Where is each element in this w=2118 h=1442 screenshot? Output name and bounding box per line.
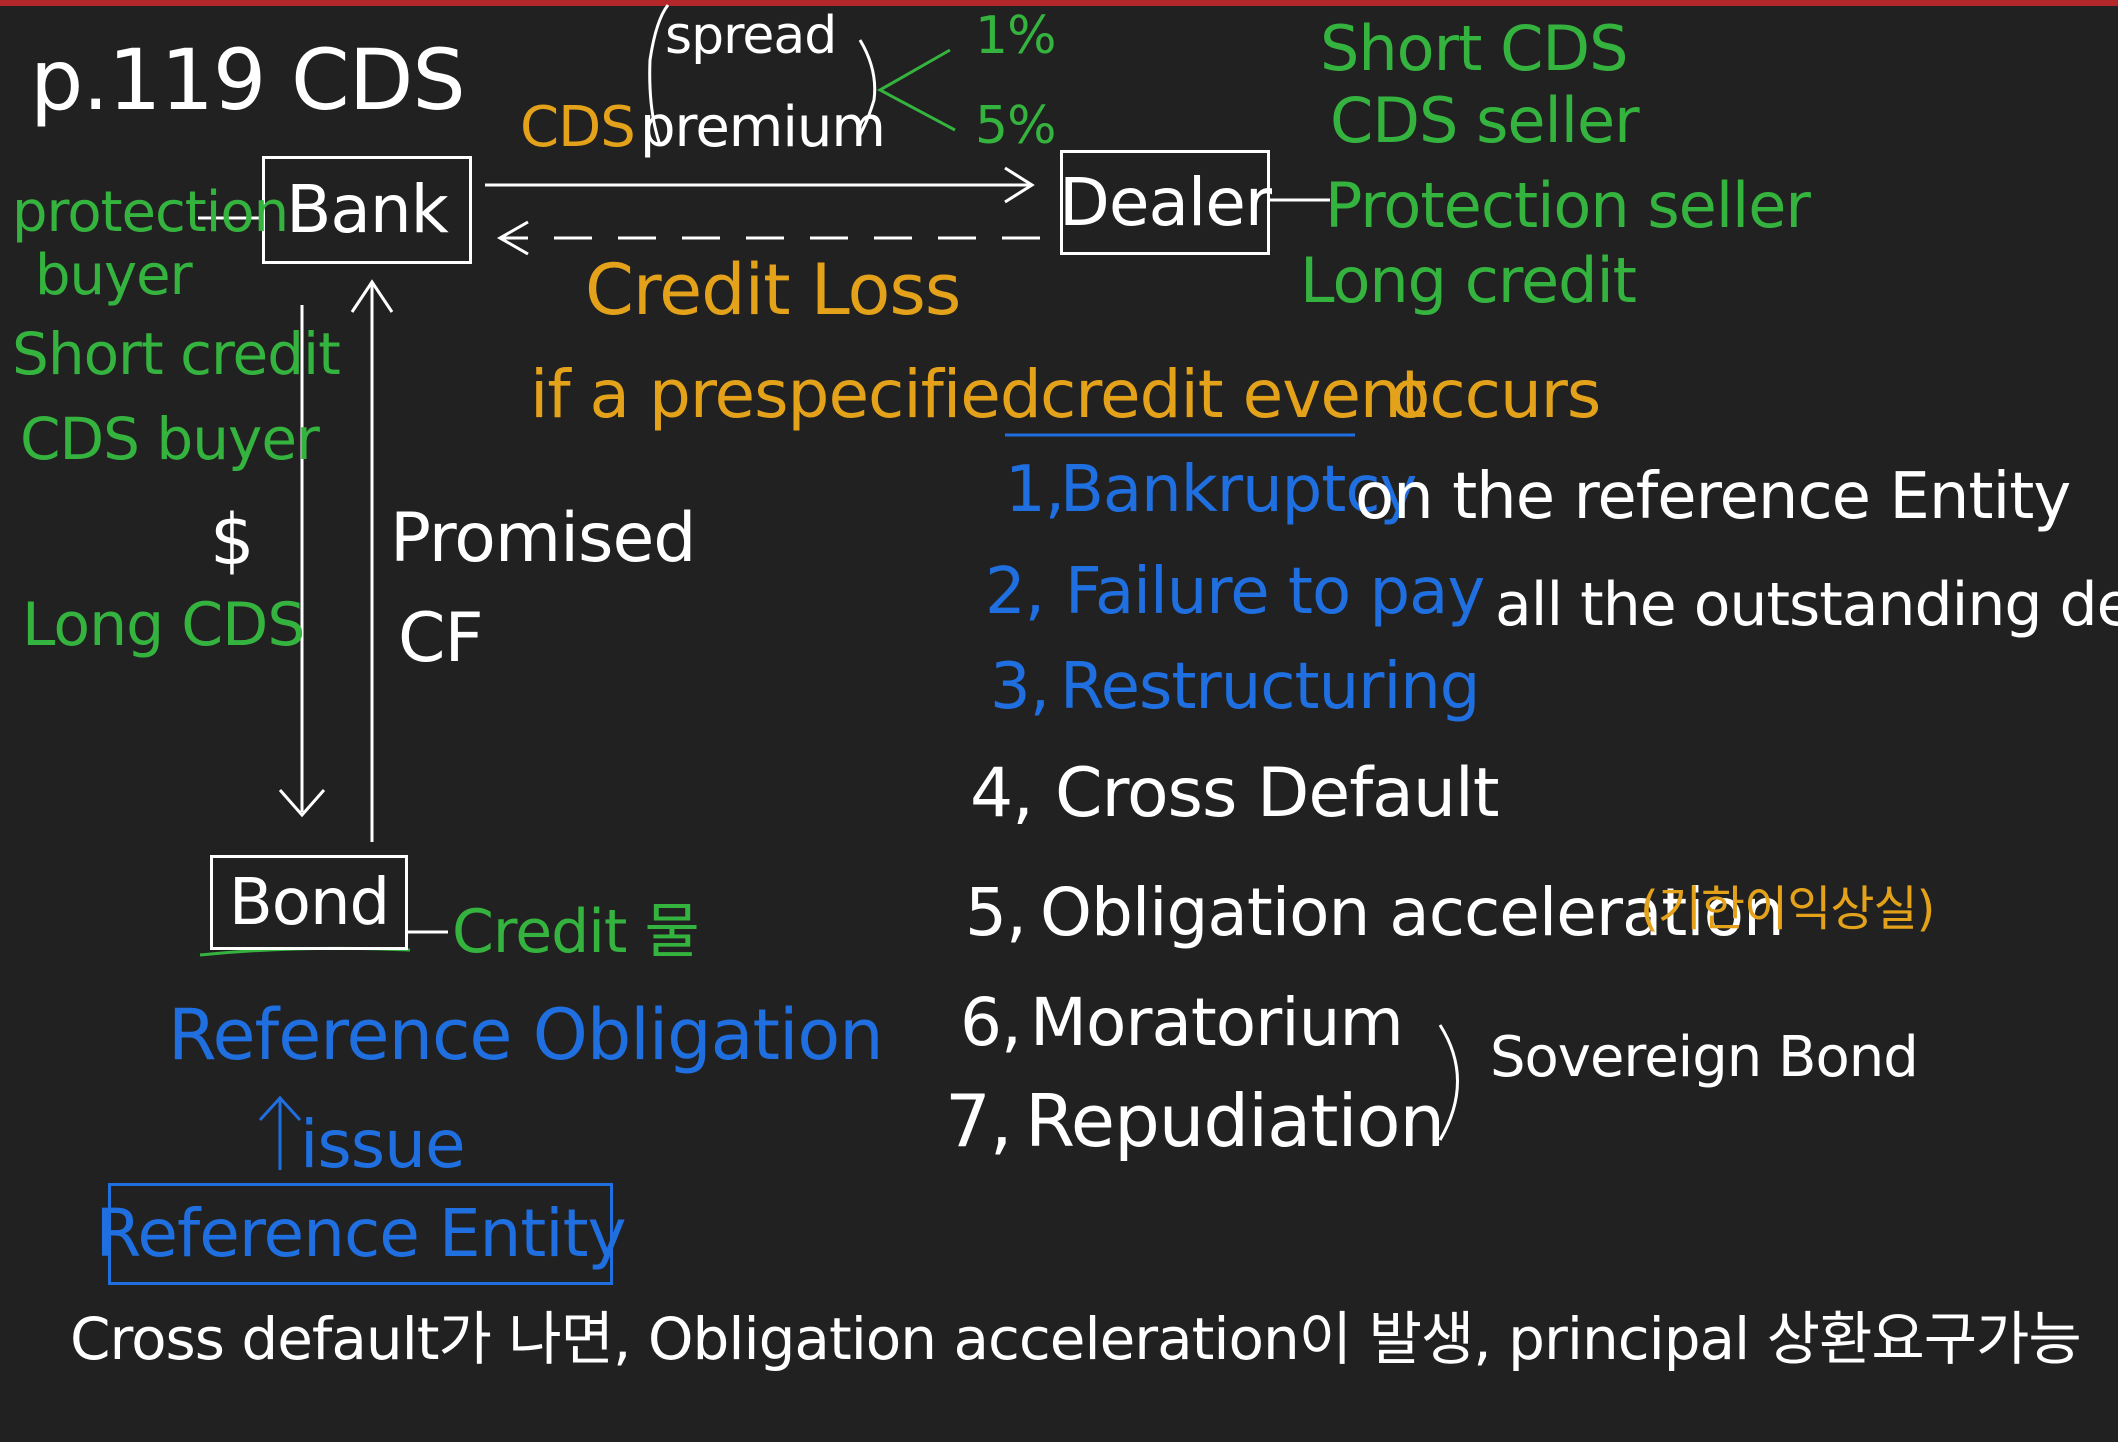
cds-seller-label: CDS seller (1330, 84, 1640, 157)
event-1-num: 1, (1005, 453, 1065, 527)
event-4-num: 4, (970, 754, 1034, 833)
bank-node: Bank (262, 156, 472, 264)
event-7-num: 7, (945, 1079, 1013, 1163)
dealer-node: Dealer (1059, 150, 1272, 255)
credit-loss-label: Credit Loss (585, 249, 961, 331)
event-6-white: Moratorium (1030, 984, 1404, 1061)
event-1-white: on the reference Entity (1355, 460, 2071, 534)
event-2-blue: Failure to pay (1065, 555, 1485, 629)
long-cds-label: Long CDS (22, 590, 305, 660)
premium-bracket-left (648, 4, 670, 146)
bank-label: Bank (286, 171, 449, 248)
event-2-white: all the outstanding debts (1495, 570, 2118, 640)
dealer-label: Dealer (1059, 163, 1272, 241)
event-3-blue: Restructuring (1060, 650, 1480, 724)
event-1-blue: Bankruptcy (1060, 453, 1417, 527)
event-4-white: Cross Default (1055, 754, 1499, 833)
sovereign-bracket (1438, 1024, 1459, 1141)
event-3-num: 3, (990, 650, 1050, 724)
reference-entity-label: Reference Entity (95, 1195, 627, 1272)
obligation-korean-label: (기한이익상실) (1640, 881, 1935, 937)
event-2-num: 2, (985, 555, 1045, 629)
premium-bracket-right (858, 39, 877, 136)
rate-1: 1% (975, 6, 1056, 66)
rate-arrows (876, 48, 956, 132)
buyer-label: buyer (35, 243, 193, 308)
event-5-num: 5, (965, 874, 1027, 951)
credit-event-prefix: if a prespecified (530, 356, 1042, 433)
short-credit-label: Short credit (12, 320, 341, 388)
bank-to-bond-head (278, 789, 326, 818)
premium-arrow-head (1004, 166, 1035, 204)
event-6-num: 6, (960, 984, 1022, 1061)
reference-entity-node: Reference Entity (96, 1183, 627, 1285)
premium-label: premium (640, 95, 886, 160)
bond-node: Bond (210, 855, 408, 950)
protection-label: protection (12, 180, 289, 245)
event-5-white: Obligation acceleration (1040, 874, 1785, 951)
credit-event-underlined: credit event (1040, 356, 1427, 433)
credit-event-suffix: occurs (1390, 356, 1601, 433)
issue-label: issue (300, 1106, 466, 1183)
promised-label: Promised (390, 499, 696, 578)
short-cds-label: Short CDS (1320, 12, 1628, 85)
dollar-label: $ (210, 499, 255, 581)
credit-loss-arrow-head (496, 220, 529, 256)
spread-label: spread (665, 6, 837, 66)
cf-label: CF (398, 599, 484, 678)
event-7-white: Repudiation (1025, 1079, 1445, 1163)
top-red-bar (0, 0, 2118, 6)
protection-seller-label: Protection seller (1325, 169, 1811, 242)
rate-2: 5% (975, 96, 1056, 156)
page-title: p.119 CDS (30, 31, 466, 129)
credit-mul-label: Credit 물 (452, 897, 700, 967)
bond-to-bank-head (350, 279, 394, 313)
reference-obligation-label: Reference Obligation (168, 994, 884, 1076)
sovereign-bond-label: Sovereign Bond (1490, 1025, 1919, 1090)
bottom-note: Cross default가 나면, Obligation accelerati… (70, 1305, 2082, 1373)
cds-buyer-label: CDS buyer (20, 405, 320, 473)
issue-arrow-head (258, 1095, 302, 1122)
bond-label: Bond (228, 865, 390, 940)
cds-label: CDS (520, 95, 636, 160)
long-credit-label: Long credit (1300, 244, 1637, 317)
